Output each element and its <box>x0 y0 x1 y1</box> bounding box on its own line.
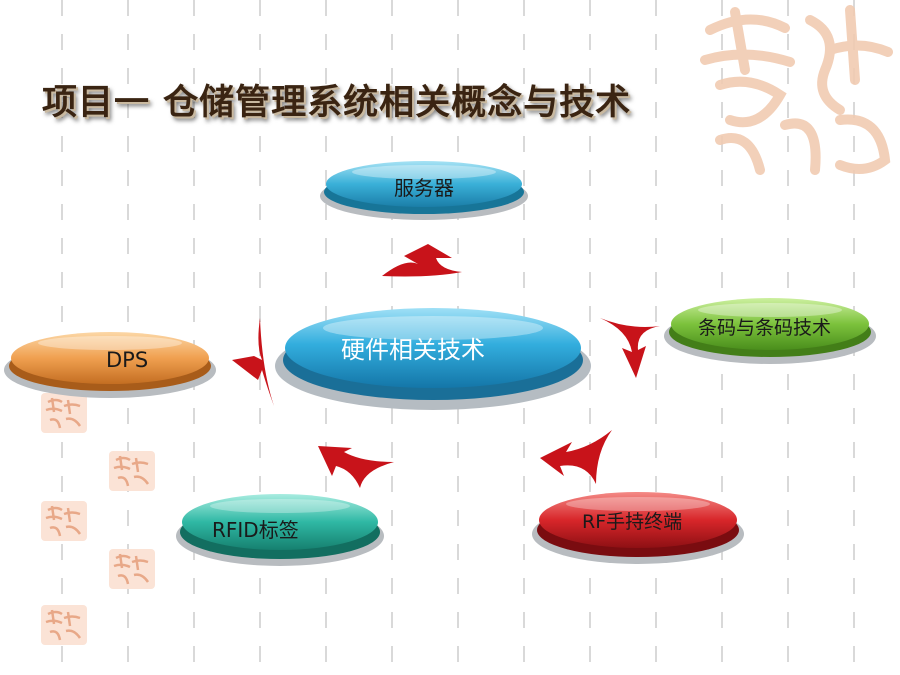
arrow-to-server-icon <box>382 244 462 277</box>
center-node-label: 硬件相关技术 <box>341 336 485 364</box>
seal-stamp-icon <box>41 605 87 645</box>
seal-stamp-icon <box>109 451 155 491</box>
arrow-to-rf-icon <box>540 430 612 484</box>
rf-handheld-node <box>532 492 744 564</box>
calligraphy-watermark-icon <box>700 5 893 175</box>
rf-handheld-node-label: RF手持终端 <box>582 511 683 533</box>
barcode-node-label: 条码与条码技术 <box>698 317 832 339</box>
arrow-to-dps-icon <box>232 318 274 406</box>
rfid-node <box>176 494 384 566</box>
center-node <box>275 308 591 410</box>
seal-stamp-icon <box>109 549 155 589</box>
seal-stamp-icon <box>41 501 87 541</box>
dps-node-label: DPS <box>106 348 149 372</box>
arrow-to-rfid-icon <box>318 446 394 488</box>
dps-node <box>4 332 216 398</box>
arrow-to-barcode-icon <box>600 318 660 378</box>
server-node-label: 服务器 <box>394 176 454 200</box>
barcode-node <box>664 298 876 364</box>
page-title: 项目一 仓储管理系统相关概念与技术 <box>42 82 632 123</box>
seal-stamp-icon <box>41 393 87 433</box>
rfid-node-label: RFID标签 <box>212 518 299 542</box>
server-node <box>320 161 528 220</box>
